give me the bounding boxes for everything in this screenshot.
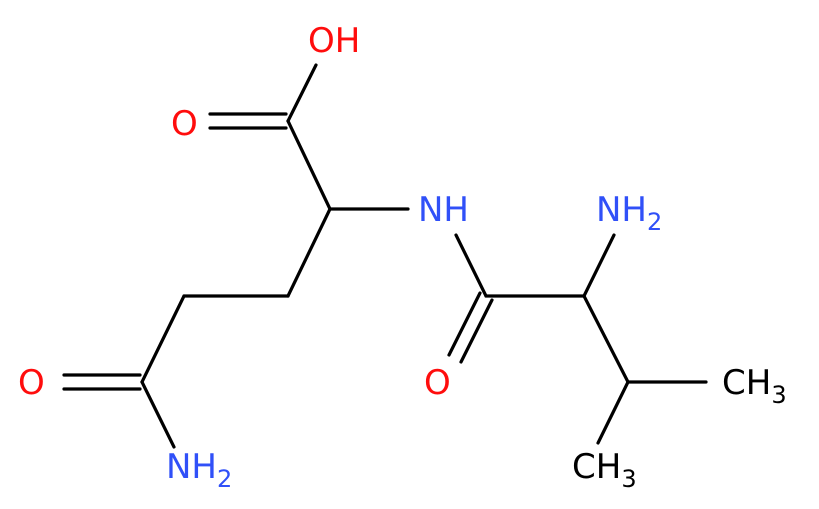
nh2-top-subscript: 2 (647, 208, 662, 236)
bond-calpha2-cbeta2 (582, 294, 630, 384)
atom-nh2-top: NH2 (596, 190, 662, 236)
bond-cgamma-cdelta (140, 294, 186, 384)
nh2-bottom-subscript: 2 (217, 465, 232, 493)
nh2-bottom-symbol: NH (166, 447, 217, 487)
ch3-right-symbol: CH (722, 363, 771, 403)
bond-c-oh (286, 63, 318, 123)
bond-layer (62, 63, 708, 449)
bond-cpep-o-double-a (447, 291, 482, 357)
atom-ch3-bottom: CH3 (572, 447, 637, 493)
atom-o-peptide: O (424, 363, 451, 403)
ch3-bottom-symbol: CH (572, 447, 621, 487)
bond-nh-cpep (454, 233, 488, 298)
bond-cpep-o-double-b (459, 298, 494, 364)
atom-layer: OH O NH NH2 O O NH2 CH3 CH3 (18, 21, 787, 493)
atom-o-amide: O (18, 363, 45, 403)
atom-nh: NH (418, 190, 469, 230)
atom-o-carboxyl: O (171, 104, 198, 144)
bond-amide-c-nh2 (140, 380, 176, 449)
bond-calpha2-nh2 (582, 233, 616, 298)
atom-ch3-right: CH3 (722, 363, 787, 409)
ch3-bottom-subscript: 3 (621, 465, 636, 493)
bond-calpha-cbeta (286, 207, 332, 298)
atom-oh: OH (308, 21, 360, 61)
bond-cbeta2-ch3-bottom (596, 380, 630, 445)
bond-c-calpha (286, 119, 332, 211)
ch3-right-subscript: 3 (771, 381, 786, 409)
nh2-top-symbol: NH (596, 190, 647, 230)
atom-nh2-bottom: NH2 (166, 447, 232, 493)
